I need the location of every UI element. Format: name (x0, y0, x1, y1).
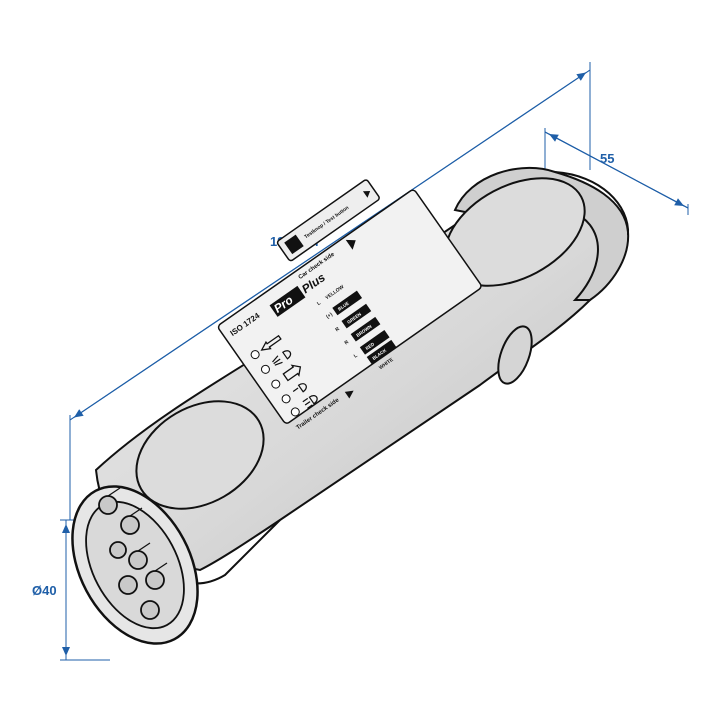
wire-name-2: BLUE (337, 301, 350, 312)
diameter-label: Ø40 (32, 583, 57, 598)
led-column (250, 334, 318, 417)
wire-side-1: L (316, 300, 322, 307)
left-arrow-icon (260, 334, 282, 351)
led-4 (281, 394, 291, 404)
width-label: 55 (600, 151, 614, 166)
plug-pins (98, 487, 168, 620)
led-2 (260, 364, 270, 374)
tester-body (71, 166, 630, 645)
led-1 (250, 350, 260, 360)
led-5 (290, 407, 300, 417)
wire-side-3: R (334, 326, 341, 333)
wire-side-2: (+) (325, 311, 334, 320)
test-button-icon (284, 234, 304, 255)
right-arrow-icon (282, 364, 302, 382)
dimension-width: 55 (544, 128, 689, 215)
wire-name-5: RED (365, 341, 376, 351)
wire-side-4: R (344, 339, 351, 346)
led-3 (271, 379, 281, 389)
dimension-diameter: Ø40 (32, 519, 110, 661)
headlight-icon (272, 350, 292, 366)
rear-light-icon (302, 395, 318, 409)
fog-light-icon (292, 383, 307, 393)
wire-side-5: L (353, 353, 359, 360)
test-button-strip[interactable] (276, 179, 380, 262)
